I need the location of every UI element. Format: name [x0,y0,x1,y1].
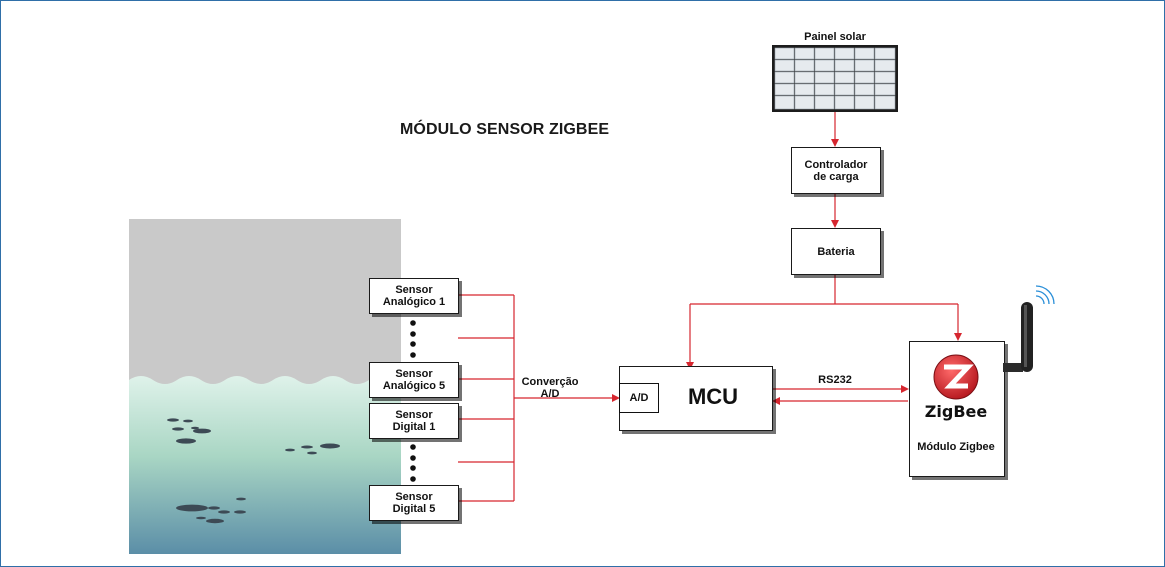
fish-school [167,418,340,524]
sensor-analog-5-box: Sensor Analógico 5 [369,362,459,398]
diagram-title: MÓDULO SENSOR ZIGBEE [400,121,610,138]
sensor-digital-1-box: Sensor Digital 1 [369,403,459,439]
charge-controller-box: Controlador de carga [791,147,881,194]
conversion-label: Converção A/D [521,376,579,400]
zigbee-logo-text: ZigBee [924,402,988,421]
zigbee-module-label: Módulo Zigbee [917,441,995,453]
adc-block: A/D [619,383,659,413]
rs232-label: RS232 [818,374,852,386]
mcu-label: MCU [687,384,739,409]
battery-box: Bateria [791,228,881,275]
sensor-digital-5-box: Sensor Digital 5 [369,485,459,521]
solar-panel-label: Painel solar [804,31,866,43]
wifi-signal-icon [1035,285,1055,305]
sensor-analog-1-box: Sensor Analógico 1 [369,278,459,314]
